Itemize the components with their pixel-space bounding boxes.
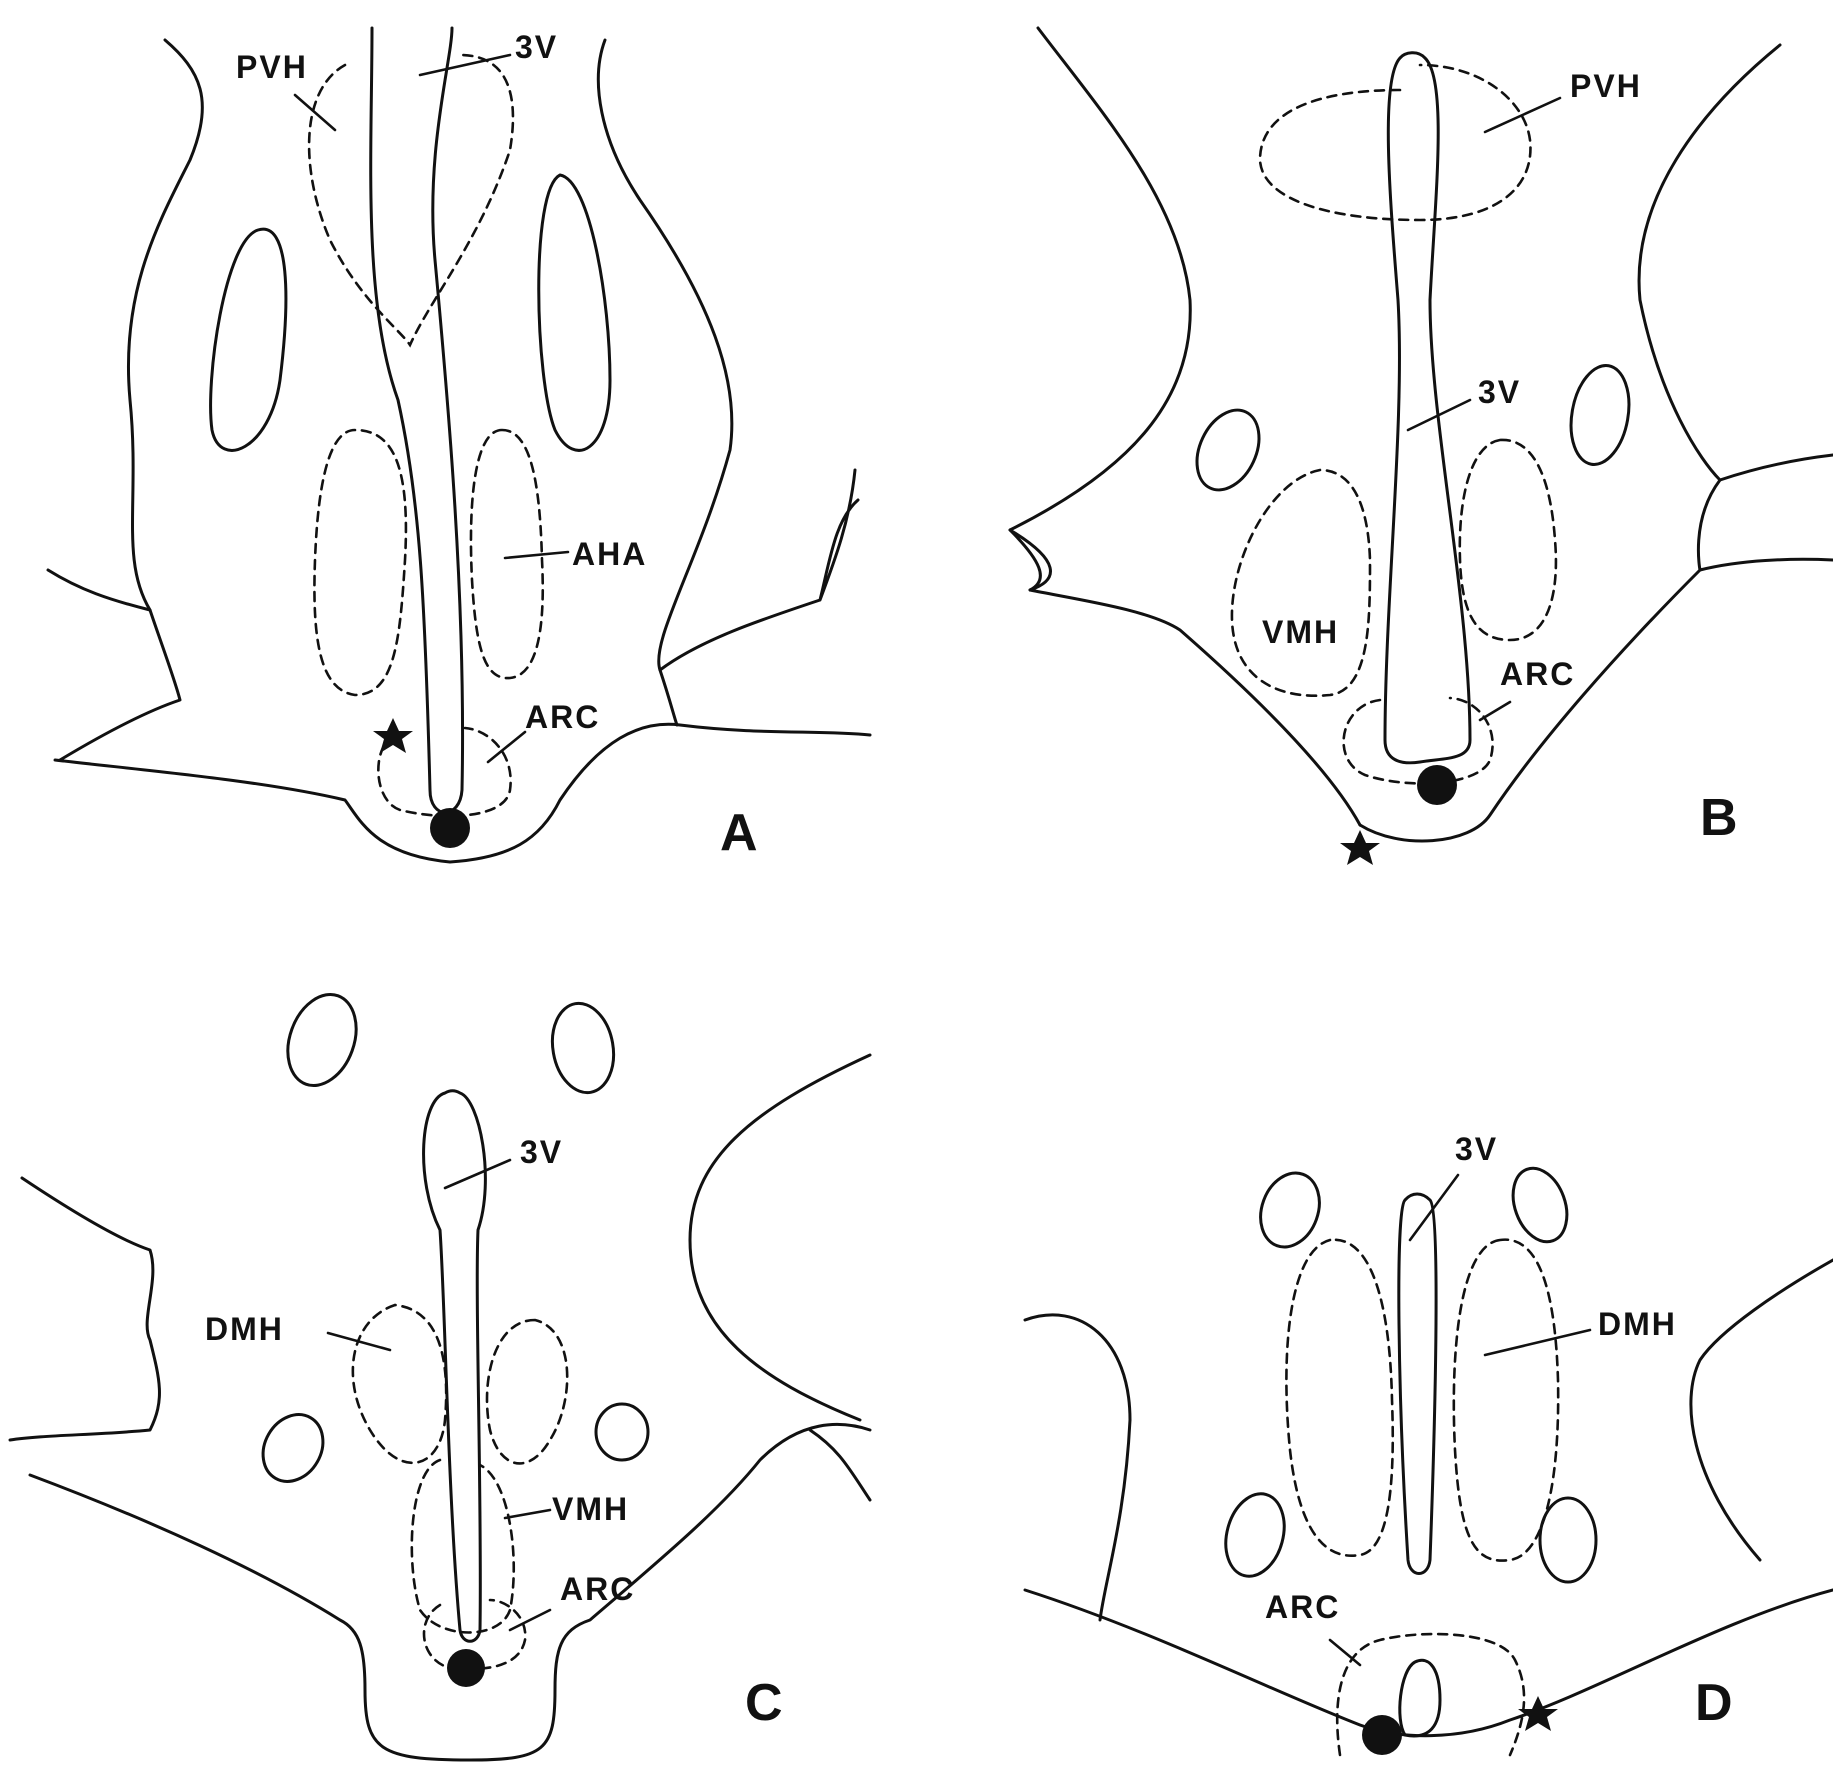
panel-a-star-marker (373, 718, 413, 753)
panel-c-vmh-leader (505, 1510, 550, 1518)
panel-a-label-pvh: PVH (236, 49, 308, 85)
panel-b-left-tract (1185, 400, 1271, 500)
panel-b-label-pvh: PVH (1570, 68, 1642, 104)
panel-d-dmh-right (1454, 1240, 1558, 1561)
panel-a-lower-left-contour (60, 610, 180, 760)
panel-b-right-nucleus (1460, 440, 1556, 640)
panel-b-injection-dot (1417, 765, 1457, 805)
panel-d-label-dmh: DMH (1598, 1306, 1677, 1342)
panel-a-aha-left (314, 430, 406, 695)
panel-d-arc-loop (1400, 1660, 1440, 1736)
panel-d-dmh-left (1286, 1240, 1392, 1556)
panel-b-base-contour (1360, 570, 1700, 841)
panel-a-third-ventricle (371, 28, 463, 813)
panel-d-upper-left-oval (1251, 1165, 1330, 1256)
panel-d-letter: D (1695, 1674, 1733, 1732)
panel-b-right-tract (1564, 361, 1637, 469)
panel-c-label-arc: ARC (560, 1571, 635, 1607)
panel-b-outline-right (1639, 45, 1833, 570)
panel-c-vmh-region (412, 1460, 514, 1633)
panel-b-label-vmh: VMH (1262, 614, 1339, 650)
panel-b-third-ventricle (1385, 53, 1470, 763)
panel-d-injection-dot (1362, 1715, 1402, 1755)
panel-a-left-tract (211, 229, 286, 450)
panel-a-injection-dot (430, 808, 470, 848)
panel-c-lower-left-oval (251, 1404, 334, 1493)
panel-c-right-branch (810, 1430, 870, 1500)
panel-a-right-branch (660, 470, 858, 670)
panel-c-label-vmh: VMH (552, 1491, 629, 1527)
panel-c-dmh-left (353, 1305, 446, 1463)
panel-c-dmh-right (487, 1320, 567, 1463)
panel-b-pvh-leader (1485, 98, 1560, 132)
panel-a-label-aha: AHA (572, 536, 647, 572)
panel-b-vmh-region (1232, 470, 1370, 696)
panel-b-arc-leader (1480, 702, 1510, 720)
panel-d-upper-right-oval (1504, 1161, 1577, 1250)
panel-d-outline-right (1691, 1260, 1833, 1560)
panel-a-pvh-region (309, 55, 513, 345)
panel-a: PVH 3V AHA ARC A (48, 28, 870, 862)
panel-c-lower-right-oval (596, 1404, 648, 1460)
panel-a-3v-leader (420, 55, 510, 75)
panel-a-label-arc: ARC (525, 699, 600, 735)
panel-c-letter: C (745, 1674, 783, 1732)
panel-d-lower-left-oval (1217, 1487, 1293, 1583)
panel-c-3v-leader (445, 1160, 510, 1188)
panel-c-outline-right (690, 1055, 870, 1420)
panel-c-upper-left-oval (276, 985, 368, 1095)
panel-a-outline-left (48, 40, 202, 610)
panel-b-right-branch (1720, 455, 1833, 480)
panel-d-label-3v: 3V (1455, 1131, 1498, 1167)
panel-d-third-ventricle (1399, 1194, 1436, 1574)
panel-b-label-arc: ARC (1500, 656, 1575, 692)
panel-c-dmh-leader (328, 1333, 390, 1350)
panel-d: 3V DMH ARC D (1025, 1131, 1833, 1755)
panel-a-aha-right (471, 430, 543, 678)
panel-c-injection-dot (447, 1649, 485, 1687)
panel-c-label-dmh: DMH (205, 1311, 284, 1347)
panel-d-dmh-leader (1485, 1330, 1590, 1355)
panel-d-arc-leader (1330, 1640, 1360, 1665)
panel-b-letter: B (1700, 789, 1738, 847)
panel-d-outline-left (1025, 1315, 1130, 1620)
panel-a-pvh-leader (295, 95, 335, 130)
panel-d-lower-right-oval (1540, 1498, 1596, 1582)
panel-a-right-tract (539, 175, 610, 450)
panel-c: 3V DMH VMH ARC C (10, 985, 870, 1760)
panel-c-left-notch (10, 1178, 159, 1440)
panel-a-label-3v: 3V (515, 29, 558, 65)
panel-d-label-arc: ARC (1265, 1589, 1340, 1625)
panel-c-upper-right-oval (546, 998, 621, 1097)
panel-b-star-marker (1340, 830, 1380, 865)
panel-b-outline-left (1010, 28, 1190, 590)
panel-b: PVH 3V VMH ARC B (1010, 28, 1833, 865)
panel-b-pvh-region (1260, 65, 1530, 220)
panel-c-label-3v: 3V (520, 1134, 563, 1170)
panel-a-outline-right (598, 40, 731, 725)
panel-a-letter: A (720, 804, 758, 862)
panel-a-aha-leader (505, 552, 568, 558)
panel-b-lower-left-contour (1010, 530, 1360, 825)
panel-b-label-3v: 3V (1478, 374, 1521, 410)
